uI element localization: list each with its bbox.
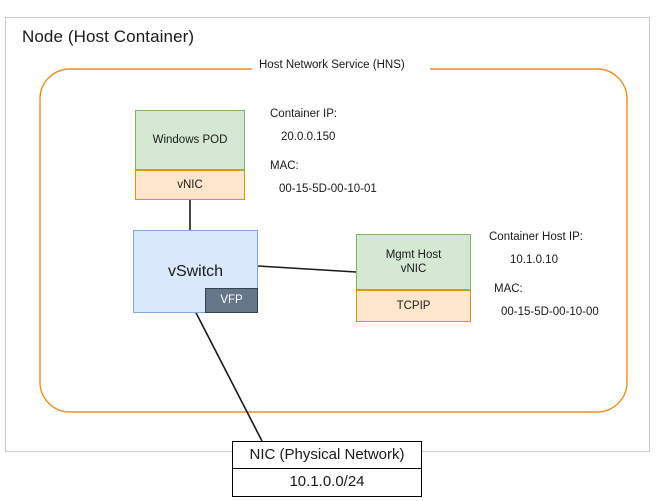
connector-vswitch-to-mgmt	[257, 265, 357, 273]
tcpip-box[interactable]: TCPIP	[356, 290, 471, 322]
container-host-ip-value: 10.1.0.10	[510, 254, 558, 266]
container-mac-label: MAC:	[270, 160, 299, 172]
connector-vswitch-to-nic	[191, 304, 263, 442]
hns-label: Host Network Service (HNS)	[253, 59, 411, 71]
container-ip-value: 20.0.0.150	[281, 131, 336, 143]
host-mac-value: 00-15-5D-00-10-00	[501, 306, 599, 318]
container-host-ip-label: Container Host IP:	[489, 231, 583, 243]
host-mac-annotation: MAC: 00-15-5D-00-10-00	[494, 283, 599, 318]
nic-title: NIC (Physical Network)	[233, 442, 421, 469]
container-mac-annotation: MAC: 00-15-5D-00-10-01	[270, 160, 377, 195]
node-title: Node (Host Container)	[22, 27, 195, 46]
nic-physical-network-box[interactable]: NIC (Physical Network) 10.1.0.0/24	[232, 441, 422, 497]
node-host-container-frame	[5, 17, 650, 452]
hns-boundary-path	[39, 68, 628, 413]
nic-subnet: 10.1.0.0/24	[289, 473, 365, 491]
container-mac-value: 00-15-5D-00-10-01	[279, 183, 377, 195]
vfp-box[interactable]: VFP	[205, 288, 258, 313]
pod-vnic-box[interactable]: vNIC	[135, 170, 245, 200]
container-host-ip-annotation: Container Host IP: 10.1.0.10	[489, 231, 583, 266]
container-ip-label: Container IP:	[270, 108, 338, 120]
mgmt-host-vnic-label: Mgmt Host vNIC	[386, 248, 442, 277]
mgmt-host-vnic-box[interactable]: Mgmt Host vNIC	[356, 234, 471, 290]
host-mac-label: MAC:	[494, 283, 523, 295]
container-ip-annotation: Container IP: 20.0.0.150	[270, 108, 337, 143]
mgmt-host-vnic-line1: Mgmt Host	[385, 248, 442, 261]
windows-pod-box[interactable]: Windows POD	[135, 110, 245, 170]
mgmt-host-vnic-line2: vNIC	[400, 263, 427, 275]
